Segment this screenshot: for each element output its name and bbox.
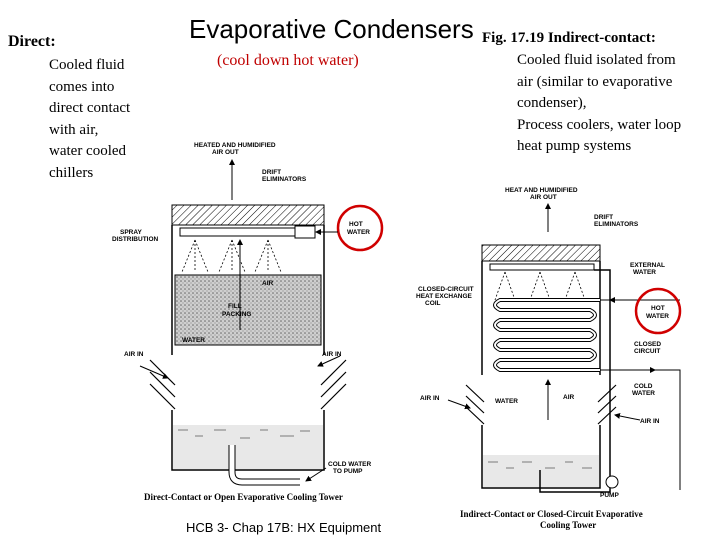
right-label-coil-2: HEAT EXCHANGE <box>416 293 473 300</box>
right-label-coil-3: COIL <box>425 300 441 307</box>
left-drift-eliminator <box>171 204 325 226</box>
right-casing <box>481 261 601 375</box>
indirect-description: Cooled fluid isolated from air (similar … <box>517 50 717 158</box>
right-spray-pattern <box>494 271 586 301</box>
right-label-coil: CLOSED-CIRCUIT <box>418 286 474 293</box>
left-hot-water-highlight <box>336 204 384 252</box>
right-label-closed: CLOSED <box>634 341 661 348</box>
right-external-water-loop <box>539 269 611 493</box>
right-label-drift: DRIFT <box>594 214 613 221</box>
direct-line: chillers <box>49 164 94 181</box>
left-label-drift: DRIFT <box>262 169 281 176</box>
right-pump <box>605 475 619 489</box>
left-label-heated-air-2: AIR OUT <box>212 149 239 156</box>
left-label-air-in-right: AIR IN <box>322 351 342 358</box>
left-spray-pattern <box>181 239 282 273</box>
left-casing <box>171 225 325 355</box>
left-figure-caption: Direct-Contact or Open Evaporative Cooli… <box>144 492 343 502</box>
left-label-air-in-left: AIR IN <box>124 351 144 358</box>
right-label-external: EXTERNAL <box>630 262 665 269</box>
right-spray-header <box>489 263 595 271</box>
right-label-heated-air-2: AIR OUT <box>530 194 557 201</box>
right-label-external-2: WATER <box>633 269 656 276</box>
indirect-line: Process coolers, water loop <box>517 116 682 133</box>
left-label-fill: FILL <box>228 303 242 310</box>
left-label-packing: PACKING <box>222 311 252 318</box>
right-label-air: AIR <box>563 394 575 401</box>
direct-line: Cooled fluid <box>49 57 125 73</box>
right-label-cold-water: WATER <box>632 390 655 397</box>
left-label-spray: SPRAY <box>120 229 142 236</box>
right-label-drift-2: ELIMINATORS <box>594 221 639 228</box>
slide-footer: HCB 3- Chap 17B: HX Equipment <box>186 520 382 535</box>
right-louvers <box>465 384 617 425</box>
right-figure-caption: Indirect-Contact or Closed-Circuit Evapo… <box>460 509 643 519</box>
right-label-air-in-right: AIR IN <box>640 418 660 425</box>
left-spray-header <box>179 227 296 237</box>
right-label-circuit: CIRCUIT <box>634 348 660 355</box>
right-air-in-arrow <box>317 355 341 367</box>
right-label-hot-2: WATER <box>646 313 669 320</box>
direct-description: Cooled fluid comes into direct contact w… <box>49 55 159 184</box>
right-basin <box>481 425 601 489</box>
right-label-hot: HOT <box>651 305 665 312</box>
indirect-heading: Fig. 17.19 Indirect-contact: <box>482 30 656 46</box>
left-label-spray-2: DISTRIBUTION <box>112 236 159 243</box>
right-figure-caption-2: Cooling Tower <box>540 520 596 530</box>
left-label-air: AIR <box>262 280 274 287</box>
slide-title: Evaporative Condensers <box>189 14 474 44</box>
direct-heading: Direct: <box>8 33 56 50</box>
direct-line: with air, <box>49 121 99 138</box>
left-basin-water <box>173 425 323 469</box>
direct-line: comes into <box>49 78 115 95</box>
left-label-hot: HOT <box>349 221 363 228</box>
indirect-line: heat pump systems <box>517 138 632 154</box>
direct-line: direct contact <box>49 100 131 116</box>
left-fill-packing <box>174 274 322 346</box>
left-hot-water-inlet <box>294 225 316 239</box>
right-label-water: WATER <box>495 398 518 405</box>
right-label-pump: PUMP <box>600 492 619 499</box>
indirect-line: Cooled fluid isolated from <box>517 52 676 68</box>
right-hot-water-highlight <box>634 287 682 335</box>
right-label-heated-air: HEAT AND HUMIDIFIED <box>505 187 578 194</box>
left-label-heated-air: HEATED AND HUMIDIFIED <box>194 142 276 149</box>
right-label-cold: COLD <box>634 383 653 390</box>
left-label-water-inside: WATER <box>182 337 205 344</box>
left-basin <box>171 410 325 471</box>
left-louvers <box>149 359 347 410</box>
right-label-air-in-left: AIR IN <box>420 395 440 402</box>
left-label-cold-water: COLD WATER <box>328 461 372 468</box>
indirect-line: condenser), <box>517 95 587 111</box>
slide-subtitle: (cool down hot water) <box>217 52 359 69</box>
direct-line: water cooled <box>49 143 127 159</box>
direct-contact-tower: HEATED AND HUMIDIFIED AIR OUT DRIFT ELIM… <box>112 142 384 502</box>
indirect-contact-tower: HEAT AND HUMIDIFIED AIR OUT DRIFT ELIMIN… <box>416 187 682 530</box>
left-air-in-arrow <box>139 365 169 379</box>
left-label-water: WATER <box>347 229 370 236</box>
indirect-line: air (similar to evaporative <box>517 73 673 90</box>
left-label-drift-2: ELIMINATORS <box>262 176 307 183</box>
left-label-to-pump: TO PUMP <box>333 468 363 475</box>
right-drift-eliminator <box>481 244 601 262</box>
